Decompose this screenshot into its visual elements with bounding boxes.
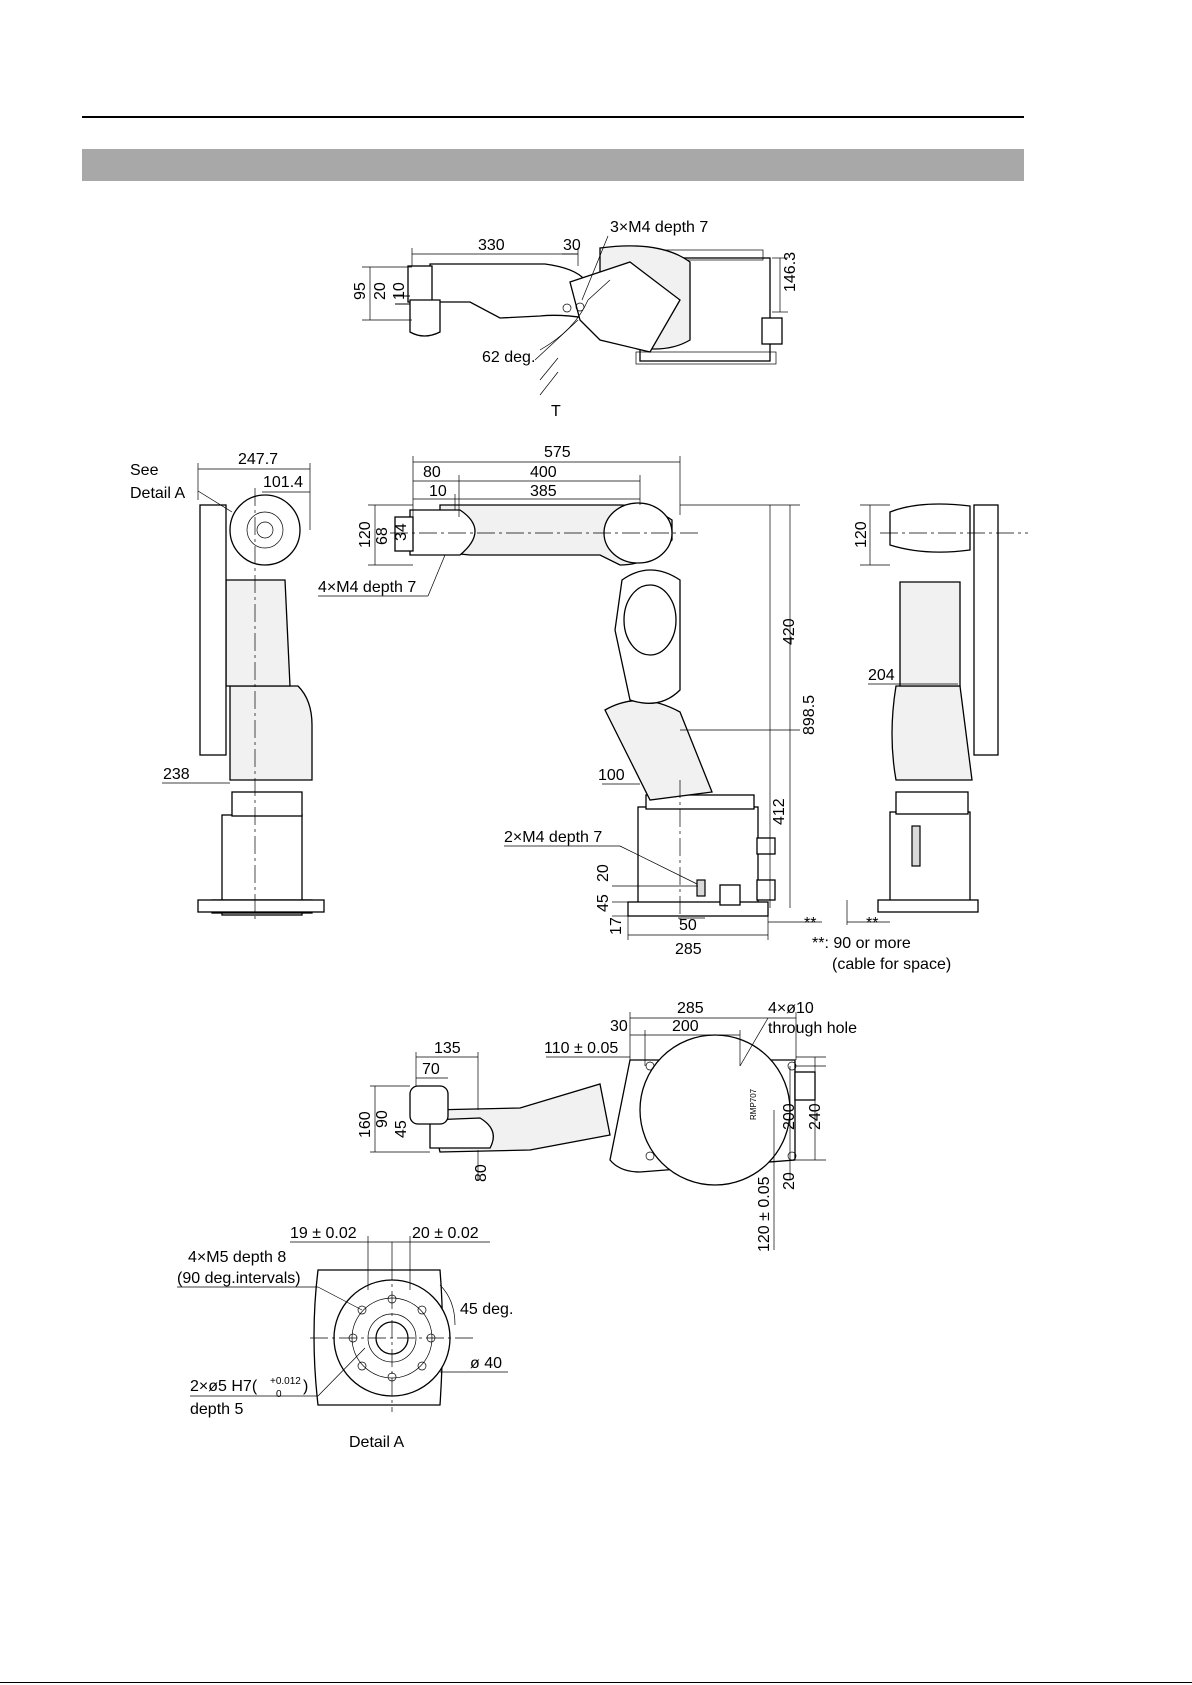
detail-pin-note: 2×ø5 H7( — [190, 1378, 258, 1395]
top-view: 330 30 3×M4 depth 7 146.3 95 20 10 62 de… — [352, 219, 799, 420]
left-dim-101-4: 101.4 — [263, 474, 303, 491]
front-dim-100: 100 — [598, 767, 625, 784]
detail-m5-note-line1: 4×M5 depth 8 — [188, 1249, 286, 1266]
cable-space-note-line1: **: 90 or more — [812, 935, 911, 952]
plan-base-circle — [639, 1034, 791, 1186]
plan-dim-200-top: 200 — [672, 1018, 699, 1035]
front-dim-10: 10 — [429, 483, 447, 500]
top-view-arm — [429, 263, 586, 319]
top-dim-20: 20 — [372, 282, 389, 300]
plan-hole-note-line2: through hole — [768, 1020, 857, 1037]
top-angle-62: 62 deg. — [482, 349, 535, 366]
detail-dim-20: 20 ± 0.02 — [412, 1225, 479, 1242]
plan-base-marking: RMP707 — [749, 1088, 758, 1120]
section-header-band — [82, 149, 1024, 181]
left-see-label: See — [130, 462, 159, 479]
top-dim-30: 30 — [563, 237, 581, 254]
left-side-view: 247.7 101.4 See Detail A 238 — [130, 451, 325, 920]
front-flange — [394, 516, 414, 552]
plan-dim-160: 160 — [357, 1111, 374, 1138]
plan-dim-200-side: 200 — [781, 1103, 798, 1130]
plan-dim-240: 240 — [807, 1103, 824, 1130]
top-dim-146-3: 146.3 — [782, 252, 799, 292]
top-view-elbow — [569, 261, 681, 353]
plan-dim-285: 285 — [677, 1000, 704, 1017]
plan-dim-120: 120 ± 0.05 — [756, 1176, 773, 1252]
detail-m5-note-line2: (90 deg.intervals) — [177, 1270, 301, 1287]
front-dim-34: 34 — [393, 523, 410, 541]
plan-dim-70: 70 — [422, 1061, 440, 1078]
detail-dim-19: 19 ± 0.02 — [290, 1225, 357, 1242]
detail-pin-tol-upper: +0.012 — [270, 1376, 301, 1387]
left-dim-247-7: 247.7 — [238, 451, 278, 468]
detail-pin-note-main: 2×ø5 H7( — [190, 1378, 258, 1395]
front-flange-hole-note: 4×M4 depth 7 — [318, 579, 416, 596]
front-dim-420: 420 — [781, 618, 798, 645]
detail-pin-tol-lower: 0 — [276, 1389, 282, 1400]
top-dim-330: 330 — [478, 237, 505, 254]
right-dim-204: 204 — [868, 667, 895, 684]
front-wrist — [409, 509, 476, 556]
right-cable-duct — [973, 504, 999, 756]
right-lower-arm — [891, 685, 973, 781]
front-dim-385: 385 — [530, 483, 557, 500]
plan-dim-45: 45 — [393, 1120, 410, 1138]
right-double-star: ** — [866, 915, 878, 932]
top-point-t: T — [551, 403, 561, 420]
top-dim-95: 95 — [352, 282, 369, 300]
detail-pin-note-close: ) — [303, 1378, 308, 1395]
top-dim-10: 10 — [391, 282, 408, 300]
left-wrist-flange — [229, 494, 301, 566]
top-rule — [82, 116, 1024, 118]
front-base-dim-285: 285 — [675, 941, 702, 958]
front-base-hole-note: 2×M4 depth 7 — [504, 829, 602, 846]
detail-angle-45: 45 deg. — [460, 1301, 513, 1318]
detail-pin-depth: depth 5 — [190, 1401, 243, 1418]
plan-hole-note-line1: 4×ø10 — [768, 1000, 814, 1017]
bottom-view: RMP707 285 30 200 4×ø10 through hole 135… — [357, 1000, 857, 1252]
left-dim-238: 238 — [163, 766, 190, 783]
front-dim-575: 575 — [544, 444, 571, 461]
plan-dim-30: 30 — [610, 1018, 628, 1035]
right-side-view: 120 204 ** **: 90 or more (cable for spa… — [812, 503, 1028, 973]
front-dim-898-5: 898.5 — [801, 695, 818, 735]
bottom-rule — [0, 1682, 1192, 1683]
plan-dim-135: 135 — [434, 1040, 461, 1057]
front-lower-arm — [604, 699, 713, 801]
front-base-dim-45: 45 — [595, 894, 612, 912]
front-dim-400: 400 — [530, 464, 557, 481]
right-upper-arm — [899, 581, 961, 687]
front-base-dim-17: 17 — [608, 917, 625, 935]
left-detail-label: Detail A — [130, 485, 185, 502]
front-base-dim-20: 20 — [595, 864, 612, 882]
plan-dim-110: 110 ± 0.05 — [544, 1040, 618, 1057]
top-view-connector — [761, 317, 783, 345]
top-view-flange — [407, 265, 433, 303]
plan-dim-90: 90 — [374, 1110, 391, 1128]
front-dim-120: 120 — [357, 521, 374, 548]
left-lower-arm — [229, 685, 313, 781]
left-upper-arm — [225, 579, 291, 687]
front-view: 575 80 400 10 385 120 68 34 4×M4 depth 7… — [318, 444, 822, 958]
right-base-column — [889, 811, 971, 911]
front-double-star: ** — [804, 915, 816, 932]
front-dim-412: 412 — [771, 798, 788, 825]
front-dim-80: 80 — [423, 464, 441, 481]
cable-space-note-line2: (cable for space) — [832, 956, 951, 973]
left-cable-duct — [199, 504, 227, 756]
detail-a-view: 19 ± 0.02 20 ± 0.02 4×M5 depth 8 (90 deg… — [177, 1225, 513, 1451]
front-base-dim-50: 50 — [679, 917, 697, 934]
right-dim-120: 120 — [853, 521, 870, 548]
detail-a-caption: Detail A — [349, 1434, 404, 1451]
right-wrist — [889, 503, 971, 553]
top-hole-note: 3×M4 depth 7 — [610, 219, 708, 236]
plan-dim-20: 20 — [781, 1172, 798, 1190]
plan-dim-80: 80 — [473, 1164, 490, 1182]
front-dim-68: 68 — [374, 527, 391, 545]
detail-diameter-40: ø 40 — [470, 1355, 502, 1372]
